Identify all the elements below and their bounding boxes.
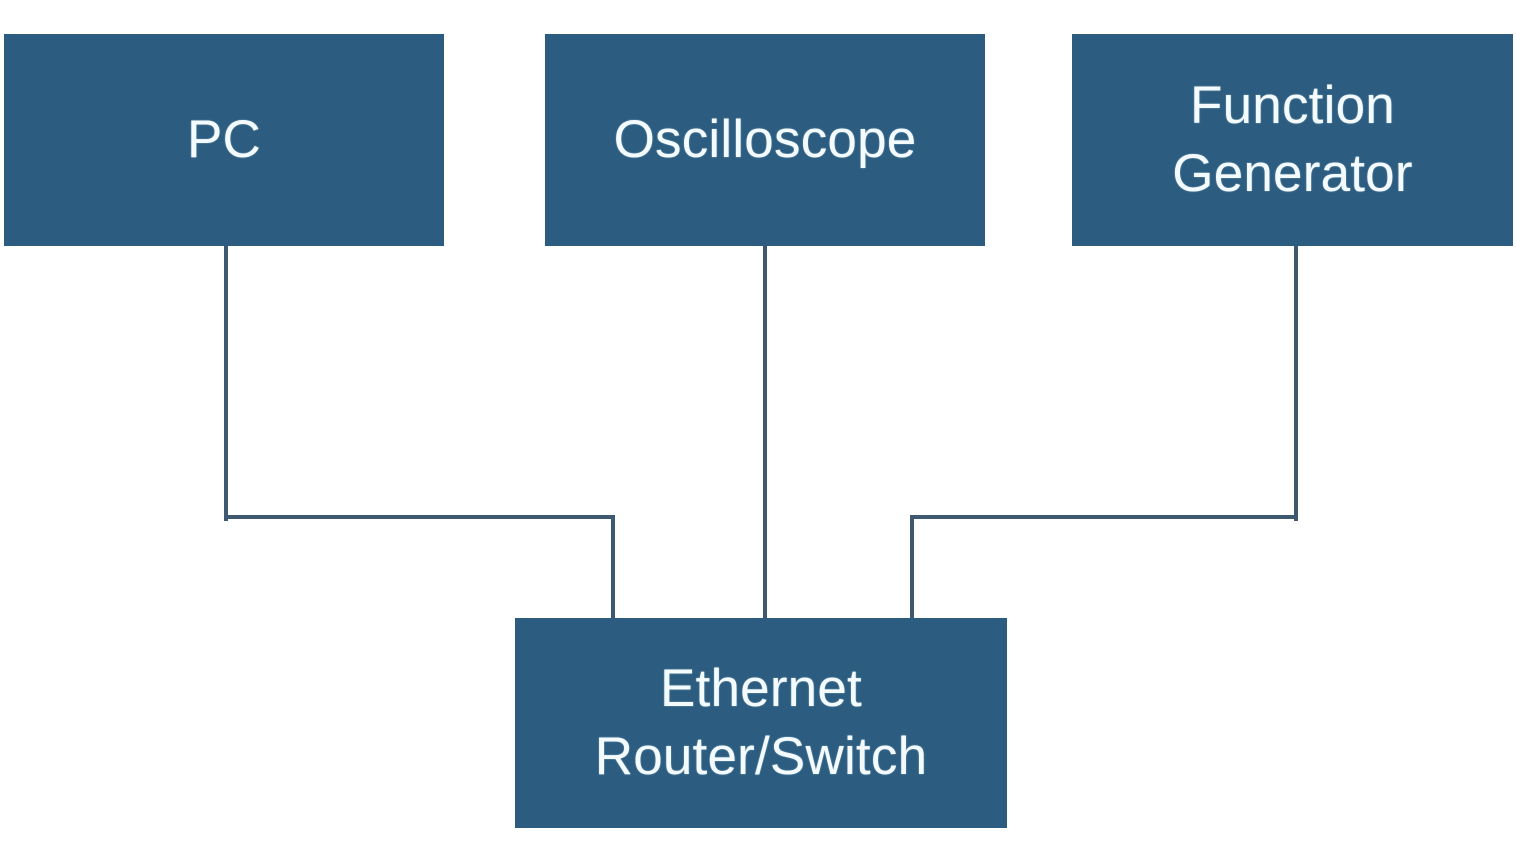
node-function-generator[interactable]: Function Generator [1072, 34, 1513, 246]
node-oscilloscope-label: Oscilloscope [613, 110, 917, 170]
node-ethernet-router-switch-label: Ethernet Router/Switch [594, 659, 928, 786]
edge-function-generator-to-router-vertical-top [1294, 246, 1298, 521]
edge-oscilloscope-to-router-vertical [763, 246, 767, 620]
edge-pc-to-router-horizontal [224, 515, 615, 519]
node-ethernet-router-switch[interactable]: Ethernet Router/Switch [515, 618, 1007, 828]
edge-function-generator-to-router-vertical-bottom [910, 515, 914, 622]
edge-pc-to-router-vertical-bottom [611, 515, 615, 622]
node-pc[interactable]: PC [4, 34, 444, 246]
edge-pc-to-router-vertical-top [224, 246, 228, 521]
node-oscilloscope[interactable]: Oscilloscope [545, 34, 985, 246]
edge-function-generator-to-router-horizontal [910, 515, 1298, 519]
node-function-generator-label: Function Generator [1172, 76, 1413, 203]
node-pc-label: PC [186, 110, 262, 170]
